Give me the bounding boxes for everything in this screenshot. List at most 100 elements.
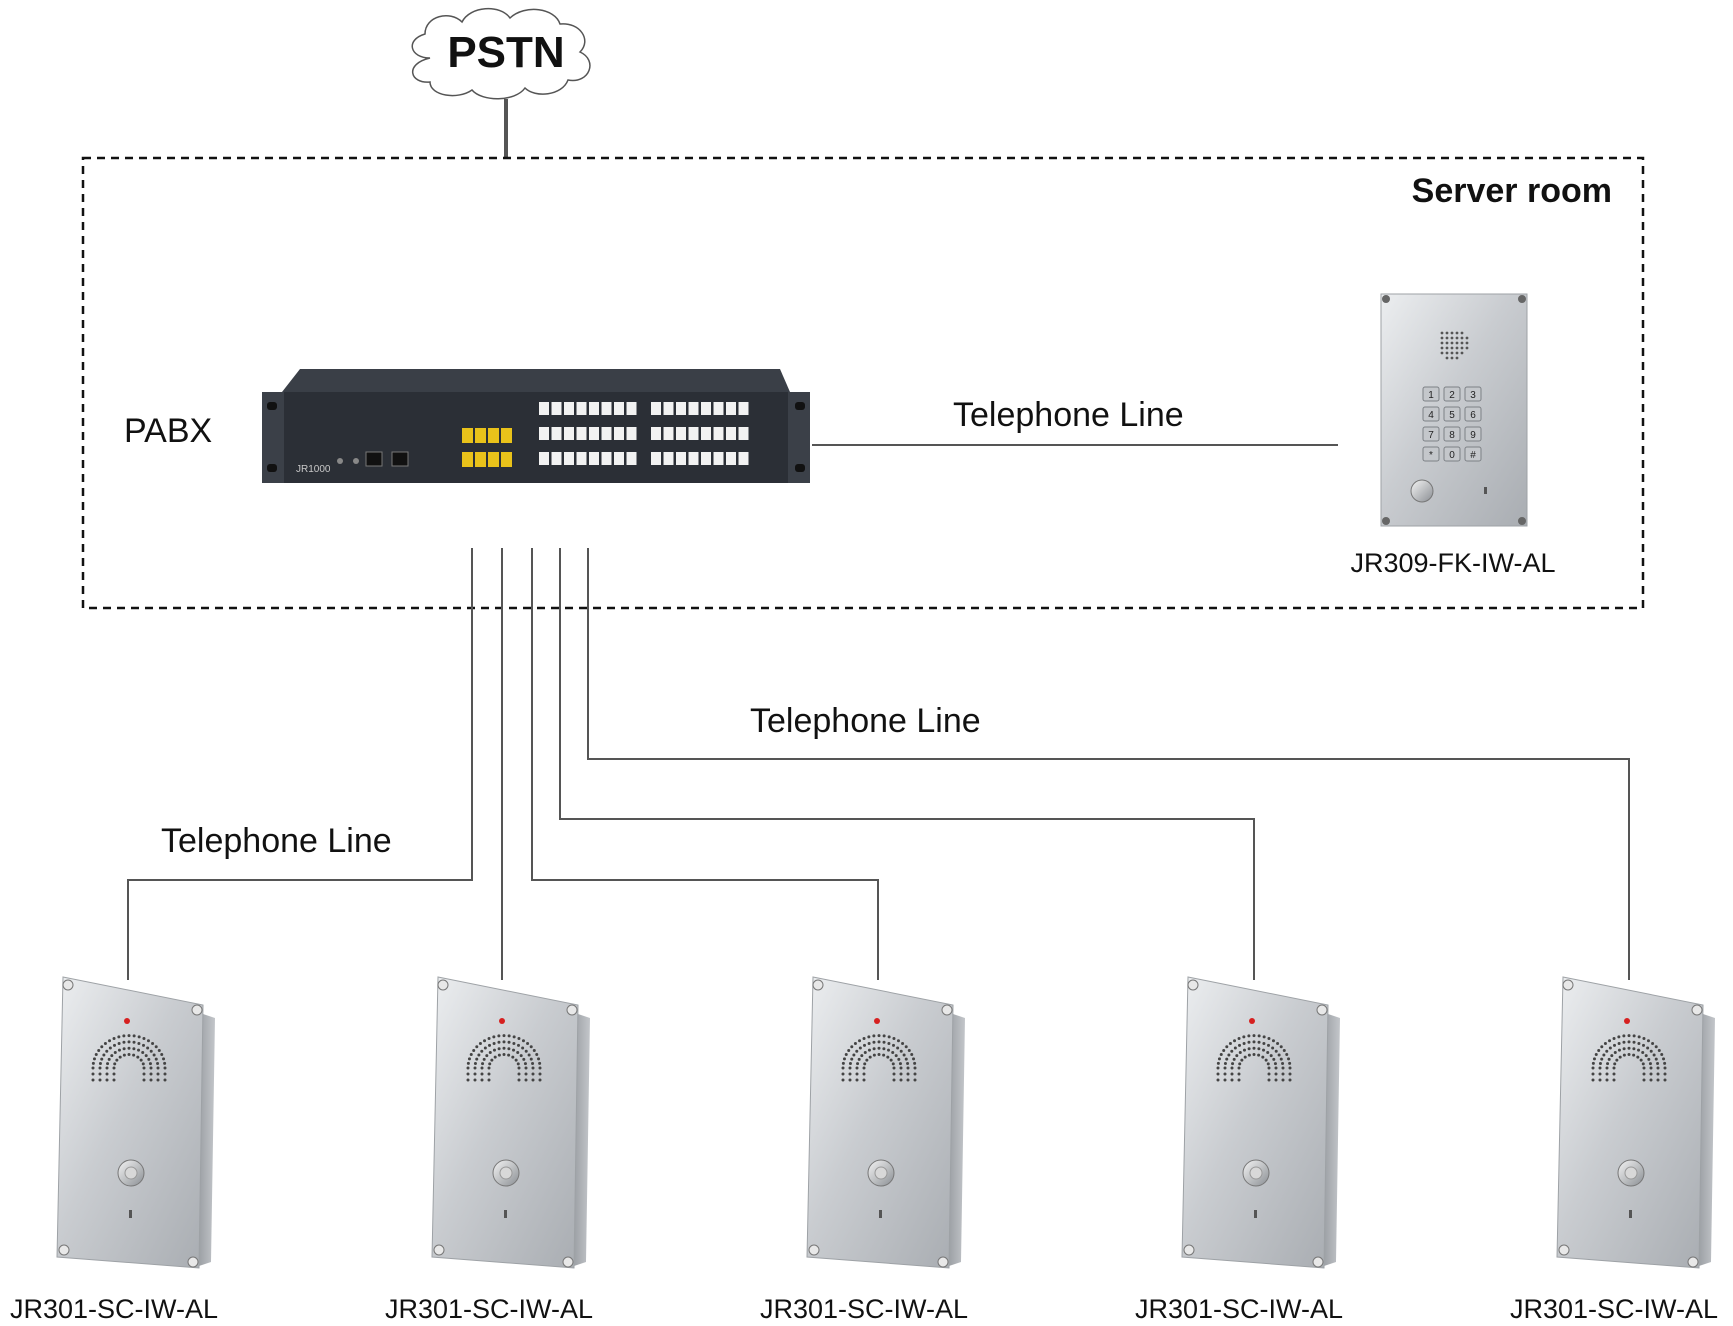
phone-faceplate <box>56 976 204 1269</box>
keypad-key-label: 9 <box>1470 430 1476 441</box>
server-room-boundary <box>81 156 1645 610</box>
extension-port <box>614 402 624 415</box>
extension-port <box>651 402 661 415</box>
keypad-key <box>1443 406 1461 422</box>
screw-icon <box>941 1004 953 1016</box>
keypad-key-label: 0 <box>1449 450 1455 461</box>
microphone-icon <box>1484 487 1487 494</box>
extension-port <box>551 427 562 440</box>
trunk-port <box>475 428 486 443</box>
screw-icon <box>812 979 824 991</box>
keypad-key-label: 2 <box>1449 390 1455 401</box>
speaker-grille-icon <box>1216 1034 1292 1082</box>
screw-icon <box>433 1244 445 1256</box>
extension-port <box>539 427 549 440</box>
pabx-label: PABX <box>124 412 212 450</box>
keypad-key-label: 8 <box>1449 430 1455 441</box>
microphone-icon <box>504 1210 507 1218</box>
extension-port <box>576 427 587 440</box>
extension-port <box>663 402 674 415</box>
server-room-label: Server room <box>1412 172 1612 210</box>
keypad-key <box>1443 426 1461 442</box>
microphone-icon <box>1629 1210 1632 1218</box>
screw-icon <box>1312 1256 1324 1268</box>
extension-port <box>676 402 686 415</box>
extension-port <box>564 427 574 440</box>
extension-port <box>726 452 736 465</box>
extension-port <box>626 402 637 415</box>
line-to-phone-5 <box>587 548 1630 980</box>
extension-port <box>539 452 549 465</box>
screw-icon <box>566 1004 578 1016</box>
phone-faceplate <box>1556 976 1704 1269</box>
pabx-device: JR1000 <box>262 369 810 483</box>
screw-icon <box>1187 979 1199 991</box>
extension-port <box>601 452 612 465</box>
screw-icon <box>562 1256 574 1268</box>
extension-port <box>713 427 724 440</box>
led-icon <box>874 1018 880 1024</box>
wall-phone-label: JR301-SC-IW-AL <box>1135 1294 1343 1324</box>
extension-port <box>551 402 562 415</box>
screw-icon <box>62 979 74 991</box>
extension-port <box>601 427 612 440</box>
extension-port <box>564 402 574 415</box>
speaker-grille-icon <box>1440 331 1469 360</box>
screw-icon <box>1558 1244 1570 1256</box>
line-to-phone-3 <box>531 548 879 980</box>
left-line-label: Telephone Line <box>161 822 392 860</box>
pstn-label: PSTN <box>447 28 564 77</box>
extension-port <box>701 402 711 415</box>
trunk-port <box>488 428 499 443</box>
wall-phones: JR301-SC-IW-AL JR301-SC-IW-AL JR301-SC-IW-… <box>10 976 1718 1324</box>
extension-port <box>651 427 661 440</box>
keypad-key <box>1464 446 1482 462</box>
extension-port <box>601 402 612 415</box>
microphone-icon <box>879 1210 882 1218</box>
screw-icon <box>437 979 449 991</box>
extension-port <box>589 452 599 465</box>
wall-phone-label: JR301-SC-IW-AL <box>760 1294 968 1324</box>
speaker-grille-icon <box>91 1034 167 1082</box>
keypad-key-label: 5 <box>1449 410 1455 421</box>
trunk-port <box>501 452 512 467</box>
extension-port <box>713 452 724 465</box>
extension-port <box>626 427 637 440</box>
screw-icon <box>1691 1004 1703 1016</box>
trunk-port <box>475 452 486 467</box>
keypad-key-label: 4 <box>1428 410 1434 421</box>
wall-phone: JR301-SC-IW-AL <box>385 976 593 1324</box>
keypad-key <box>1422 446 1440 462</box>
speaker-grille-icon <box>841 1034 917 1082</box>
line-to-phone-1 <box>127 548 473 980</box>
keypad-key <box>1464 426 1482 442</box>
screw-icon <box>191 1004 203 1016</box>
keypad-key <box>1443 386 1461 402</box>
screw-icon <box>1183 1244 1195 1256</box>
extension-port <box>651 452 661 465</box>
wall-phone: JR301-SC-IW-AL <box>10 976 218 1324</box>
extension-port <box>738 452 749 465</box>
extension-port <box>738 402 749 415</box>
extension-port <box>713 402 724 415</box>
call-button-icon <box>1410 479 1434 503</box>
led-icon <box>124 1018 130 1024</box>
microphone-icon <box>129 1210 132 1218</box>
screw-icon <box>1562 979 1574 991</box>
keypad-key <box>1422 386 1440 402</box>
extension-port <box>676 452 686 465</box>
keypad-key-label: 6 <box>1470 410 1476 421</box>
extension-port <box>589 402 599 415</box>
keypad-key <box>1422 426 1440 442</box>
line-to-phone-4 <box>559 548 1255 980</box>
extension-port <box>663 427 674 440</box>
extension-port <box>726 427 736 440</box>
keypad-key-label: 1 <box>1428 390 1434 401</box>
led-icon <box>1624 1018 1630 1024</box>
extension-port <box>701 452 711 465</box>
right-line-label: Telephone Line <box>750 702 981 740</box>
wall-phone-label: JR301-SC-IW-AL <box>10 1294 218 1324</box>
wall-phone-label: JR301-SC-IW-AL <box>385 1294 593 1324</box>
